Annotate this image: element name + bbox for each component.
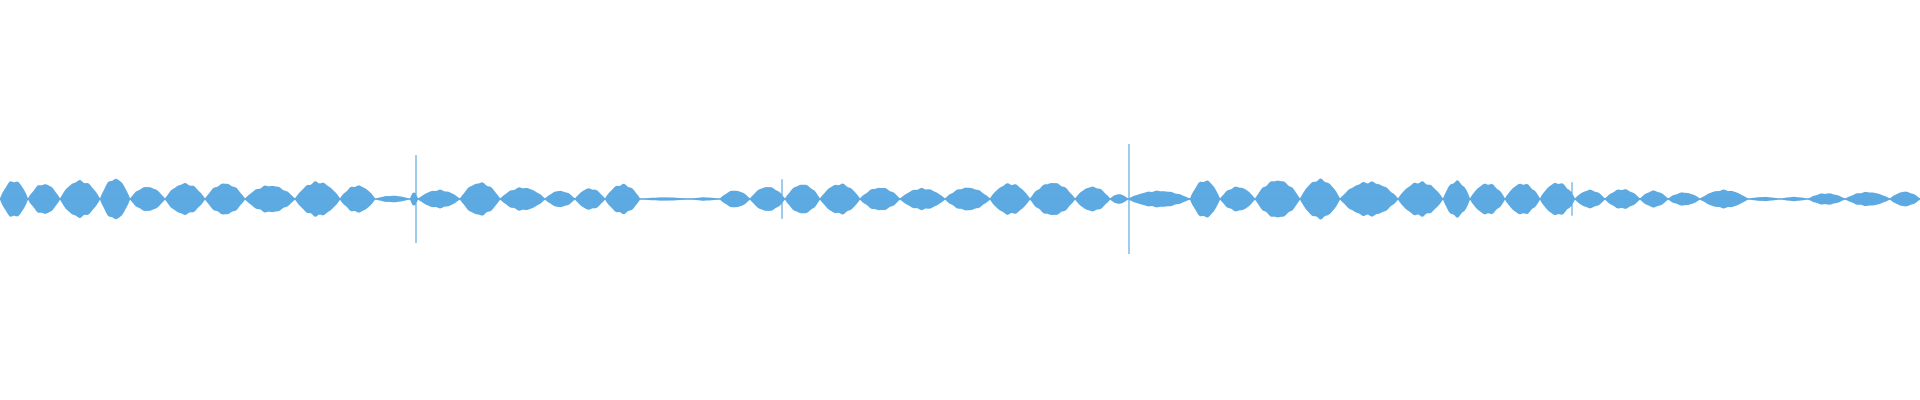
waveform-envelope <box>0 178 1920 220</box>
waveform-transients <box>415 144 1573 254</box>
